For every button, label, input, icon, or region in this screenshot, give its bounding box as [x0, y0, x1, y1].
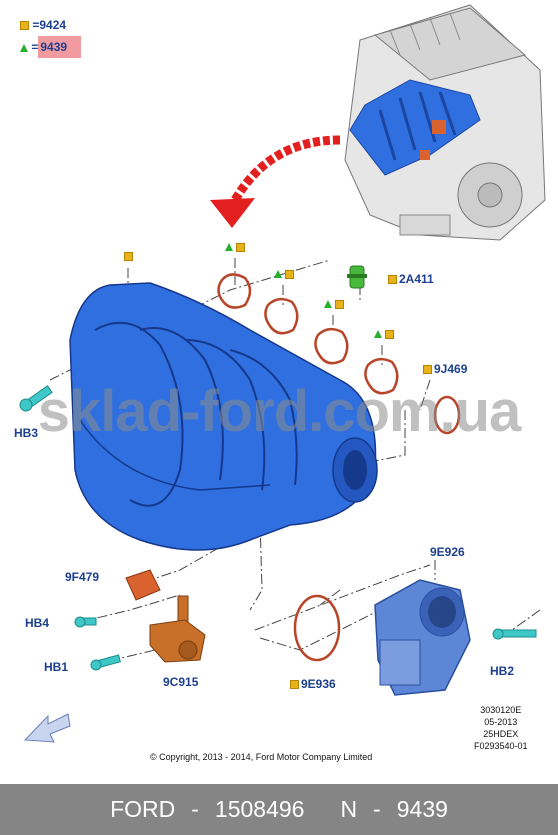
marker-9424-gasket4	[385, 330, 394, 339]
footer-brand: FORD	[110, 796, 176, 822]
diagram-metadata: 3030120E 05-2013 25HDEX F0293540-01	[474, 704, 528, 752]
marker-9424-manifold	[124, 252, 133, 261]
bolt-hb1	[90, 654, 121, 671]
label-hb2: HB2	[490, 664, 515, 678]
meta-line-3: 25HDEX	[483, 729, 519, 739]
bolt-hb3	[19, 385, 53, 412]
label-2a411: 2A411	[388, 272, 434, 286]
valve-2a411	[347, 265, 367, 289]
square-marker-icon	[20, 21, 29, 31]
gasket-9j469	[433, 395, 461, 435]
footer-part-number: 1508496	[214, 796, 305, 822]
marker-9424-gasket2	[285, 270, 294, 279]
legend-triangle-code: 9439	[38, 36, 82, 58]
meta-line-2: 05-2013	[484, 717, 518, 727]
footer-n-label: N	[340, 796, 358, 822]
meta-line-4: F0293540-01	[474, 741, 528, 751]
label-hb4: HB4	[25, 616, 50, 630]
gasket-9e936	[293, 594, 341, 662]
legend-square-code: =9424	[32, 18, 67, 32]
label-9e936: 9E936	[290, 677, 336, 691]
legend-square-row: =9424	[20, 18, 66, 32]
port-gasket-4	[364, 357, 399, 395]
label-9f479: 9F479	[65, 570, 100, 584]
marker-9439-gasket1	[225, 243, 233, 251]
port-gasket-2	[264, 297, 299, 335]
footer-bar: FORD - 1508496 N - 9439	[0, 784, 558, 835]
label-hb1: HB1	[44, 660, 69, 674]
port-gasket-1	[217, 273, 252, 309]
label-9e926: 9E926	[430, 545, 465, 559]
triangle-marker-icon	[20, 43, 28, 52]
intake-manifold	[69, 282, 378, 551]
sensor-9f479	[125, 569, 161, 601]
marker-9424-gasket3	[335, 300, 344, 309]
red-arrow-head	[210, 198, 255, 228]
label-hb3: HB3	[14, 426, 39, 440]
port-gaskets	[217, 273, 461, 662]
copyright-text: © Copyright, 2013 - 2014, Ford Motor Com…	[150, 752, 373, 762]
footer-n-code: 9439	[396, 796, 448, 822]
port-gasket-3	[314, 327, 349, 365]
bolt-hb4	[74, 616, 97, 628]
label-9c915: 9C915	[163, 675, 199, 689]
bolts	[19, 385, 537, 671]
marker-9439-gasket4	[374, 330, 382, 338]
meta-line-1: 3030120E	[480, 705, 522, 715]
navigation-arrow-icon	[23, 713, 71, 743]
bolt-hb2	[492, 628, 537, 640]
red-arrow	[231, 135, 341, 203]
marker-9439-gasket3	[324, 300, 332, 308]
label-9j469: 9J469	[423, 362, 467, 376]
diagram-artwork	[19, 4, 546, 743]
legend-triangle-row: =9439	[20, 36, 82, 58]
throttle-body-9e926	[374, 579, 471, 696]
marker-9439-gasket2	[274, 270, 282, 278]
engine-illustration	[344, 4, 546, 241]
marker-9424-gasket1	[236, 243, 245, 252]
valve-9c915	[149, 595, 206, 663]
